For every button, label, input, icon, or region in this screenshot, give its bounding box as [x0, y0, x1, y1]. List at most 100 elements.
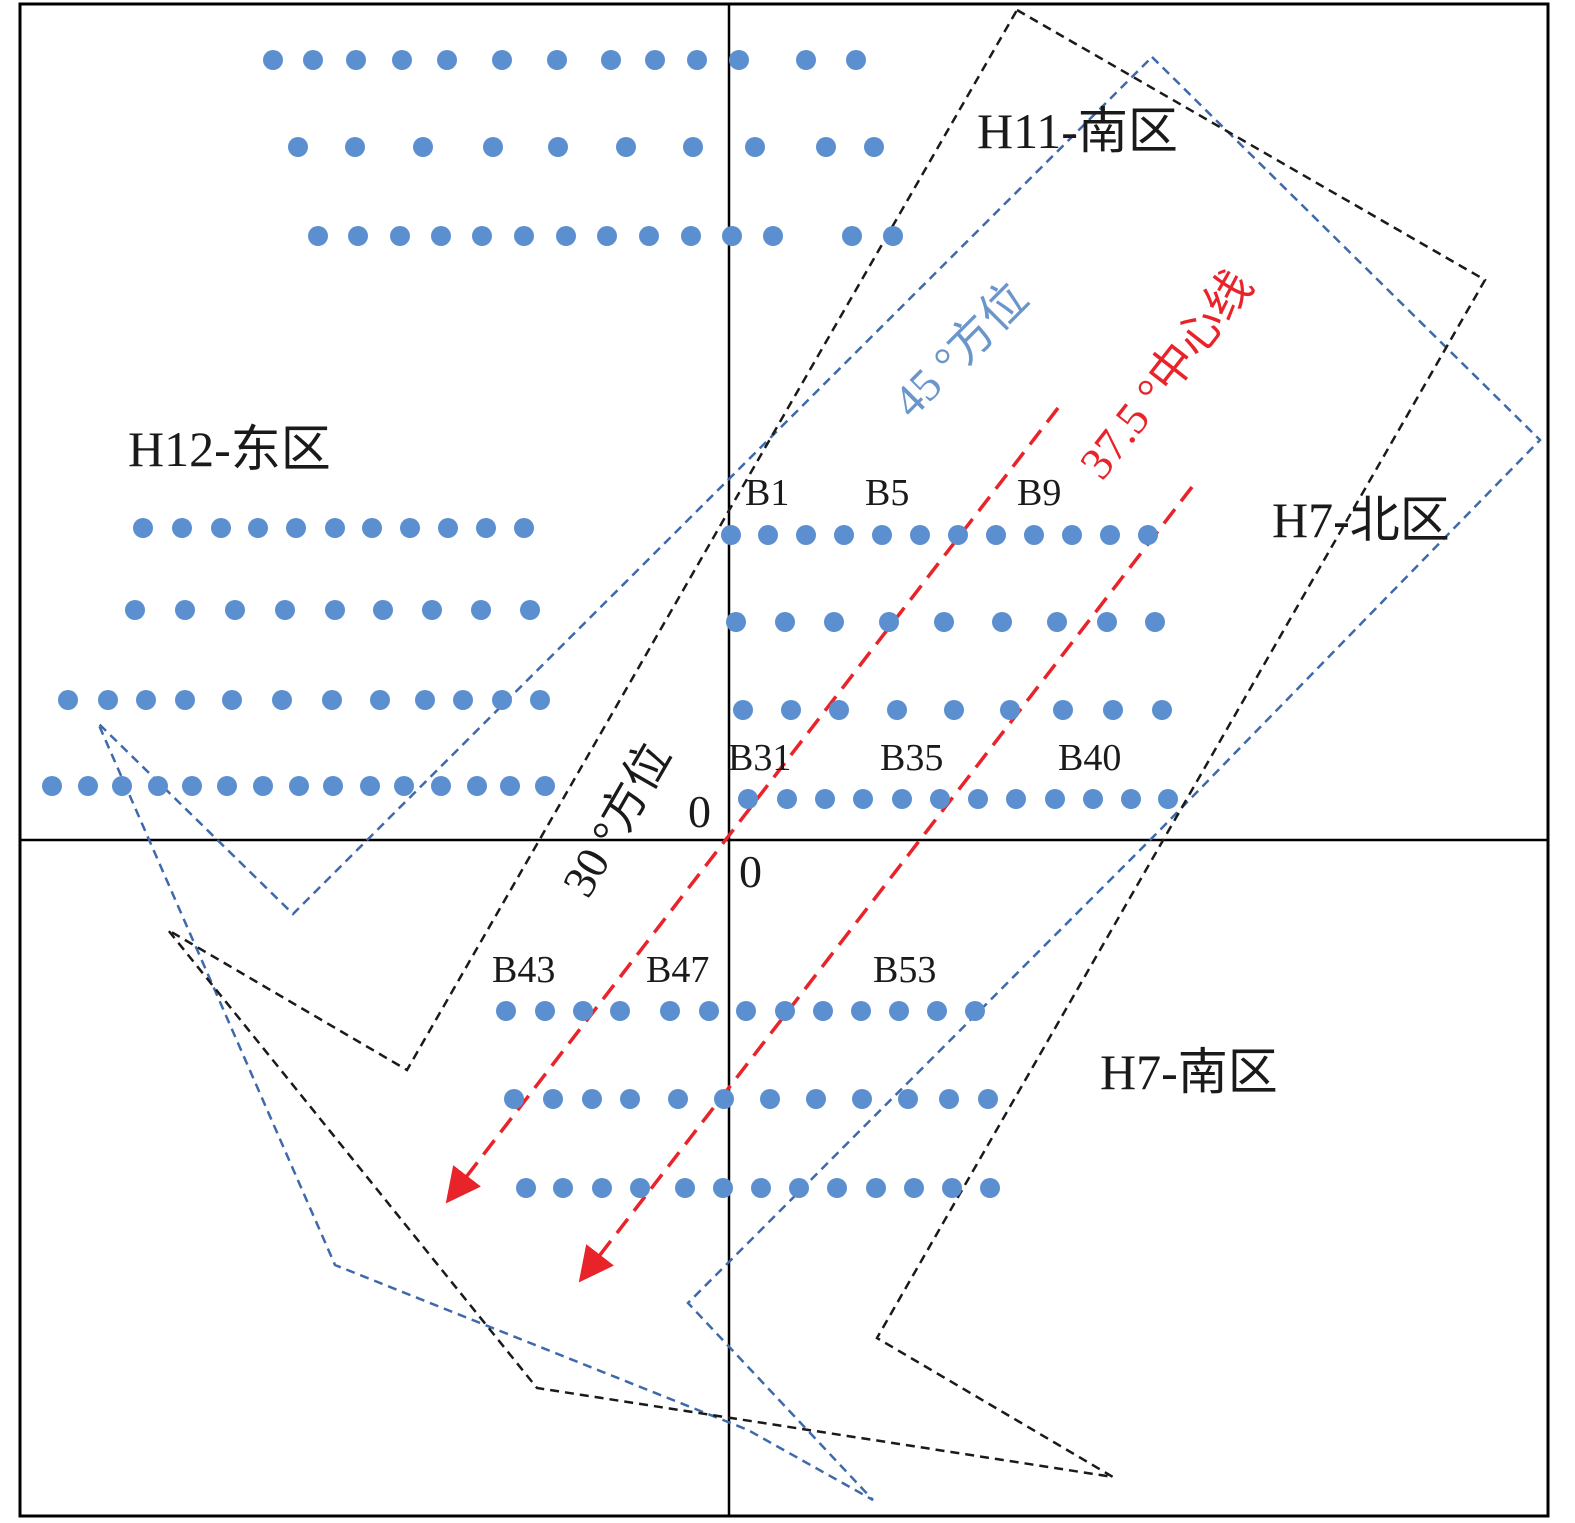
borehole-dot: [413, 137, 433, 157]
borehole-dot: [437, 50, 457, 70]
borehole-dot: [1121, 789, 1141, 809]
borehole-dot: [453, 690, 473, 710]
borehole-dot: [325, 600, 345, 620]
borehole-dot: [472, 226, 492, 246]
borehole-dot: [476, 518, 496, 538]
borehole-dot: [217, 776, 237, 796]
borehole-dot: [1047, 612, 1067, 632]
borehole-dot: [965, 1001, 985, 1021]
borehole-dot: [467, 776, 487, 796]
zone-label-h7-south: H7-南区: [1100, 1044, 1278, 1100]
borehole-dot: [438, 518, 458, 538]
blue-45-boundary: [96, 56, 1542, 1502]
borehole-dot: [1152, 700, 1172, 720]
borehole-dot: [514, 226, 534, 246]
borehole-dot: [687, 50, 707, 70]
borehole-dot: [1083, 789, 1103, 809]
borehole-dot: [582, 1089, 602, 1109]
origin-zero-y-label: 0: [688, 786, 711, 837]
borehole-dot: [390, 226, 410, 246]
origin-zero-x-label: 0: [739, 846, 762, 897]
borehole-dot: [148, 776, 168, 796]
borehole-dot: [1062, 525, 1082, 545]
borehole-dot: [346, 50, 366, 70]
borehole-label-b9: B9: [1017, 472, 1061, 514]
borehole-dot: [211, 518, 231, 538]
borehole-dot: [722, 226, 742, 246]
borehole-dot: [745, 137, 765, 157]
borehole-dot: [816, 137, 836, 157]
borehole-dot: [573, 1001, 593, 1021]
borehole-dot: [853, 789, 873, 809]
borehole-dot: [431, 226, 451, 246]
borehole-dot: [175, 600, 195, 620]
borehole-dot: [866, 1178, 886, 1198]
borehole-dot: [630, 1178, 650, 1198]
borehole-dot: [392, 50, 412, 70]
borehole-dot: [616, 137, 636, 157]
borehole-dot: [934, 612, 954, 632]
borehole-dot: [736, 1001, 756, 1021]
borehole-dot: [547, 50, 567, 70]
borehole-dot: [58, 690, 78, 710]
borehole-dot: [864, 137, 884, 157]
borehole-dot: [112, 776, 132, 796]
borehole-dot: [834, 525, 854, 545]
borehole-dot: [288, 137, 308, 157]
borehole-dot: [1138, 525, 1158, 545]
borehole-dot: [530, 690, 550, 710]
plot-frame: [18, 2, 1550, 1518]
borehole-dot: [78, 776, 98, 796]
zone-label-h11-south: H11-南区: [977, 103, 1178, 159]
borehole-dot: [851, 1001, 871, 1021]
borehole-dot: [1045, 789, 1065, 809]
borehole-dot: [516, 1178, 536, 1198]
borehole-dot: [733, 700, 753, 720]
borehole-dot: [492, 690, 512, 710]
borehole-dot: [303, 50, 323, 70]
borehole-dot: [275, 600, 295, 620]
borehole-dot: [1006, 789, 1026, 809]
borehole-dot: [775, 612, 795, 632]
borehole-dot: [827, 1178, 847, 1198]
borehole-dot: [796, 50, 816, 70]
borehole-dot: [370, 690, 390, 710]
borehole-dot: [675, 1178, 695, 1198]
borehole-dot: [806, 1089, 826, 1109]
borehole-dot: [986, 525, 1006, 545]
borehole-dot: [883, 226, 903, 246]
borehole-dot: [813, 1001, 833, 1021]
borehole-dot: [373, 600, 393, 620]
borehole-dot: [308, 226, 328, 246]
borehole-dots: [42, 50, 1178, 1198]
borehole-dot: [668, 1089, 688, 1109]
borehole-dot: [683, 137, 703, 157]
borehole-dot: [660, 1001, 680, 1021]
borehole-dot: [322, 690, 342, 710]
zone-label-h7-north: H7-北区: [1272, 492, 1450, 548]
borehole-dot: [887, 700, 907, 720]
borehole-dot: [939, 1089, 959, 1109]
borehole-dot: [1000, 700, 1020, 720]
borehole-dot: [852, 1089, 872, 1109]
borehole-dot: [422, 600, 442, 620]
borehole-dot: [1158, 789, 1178, 809]
borehole-dot: [968, 789, 988, 809]
borehole-dot: [323, 776, 343, 796]
black-30-boundary: [167, 8, 1487, 1479]
borehole-dot: [601, 50, 621, 70]
borehole-dot: [553, 1178, 573, 1198]
borehole-label-b43: B43: [492, 949, 555, 991]
borehole-dot: [980, 1178, 1000, 1198]
borehole-dot: [543, 1089, 563, 1109]
borehole-dot: [248, 518, 268, 538]
borehole-dot: [1145, 612, 1165, 632]
borehole-label-b47: B47: [646, 949, 709, 991]
borehole-dot: [222, 690, 242, 710]
borehole-label-b53: B53: [873, 949, 936, 991]
borehole-dot: [125, 600, 145, 620]
borehole-dot: [944, 700, 964, 720]
borehole-dot: [325, 518, 345, 538]
borehole-dot: [889, 1001, 909, 1021]
